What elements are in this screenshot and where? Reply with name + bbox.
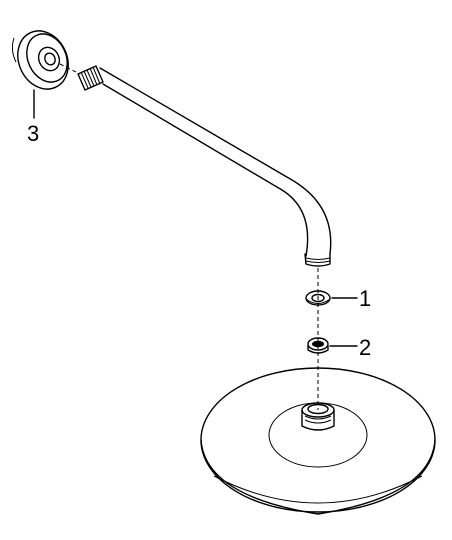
arm-thread-bottom — [304, 253, 331, 267]
shower-head — [200, 367, 436, 515]
arm-thread-top — [77, 65, 104, 91]
wall-flange — [11, 30, 81, 90]
filter-seal — [307, 337, 358, 354]
washer — [305, 290, 358, 306]
callout-label-3: 3 — [27, 121, 40, 146]
shower-head-connector — [301, 402, 335, 431]
callout-label-2: 2 — [359, 335, 372, 360]
callout-label-1: 1 — [359, 286, 372, 311]
shower-arm — [77, 65, 332, 267]
